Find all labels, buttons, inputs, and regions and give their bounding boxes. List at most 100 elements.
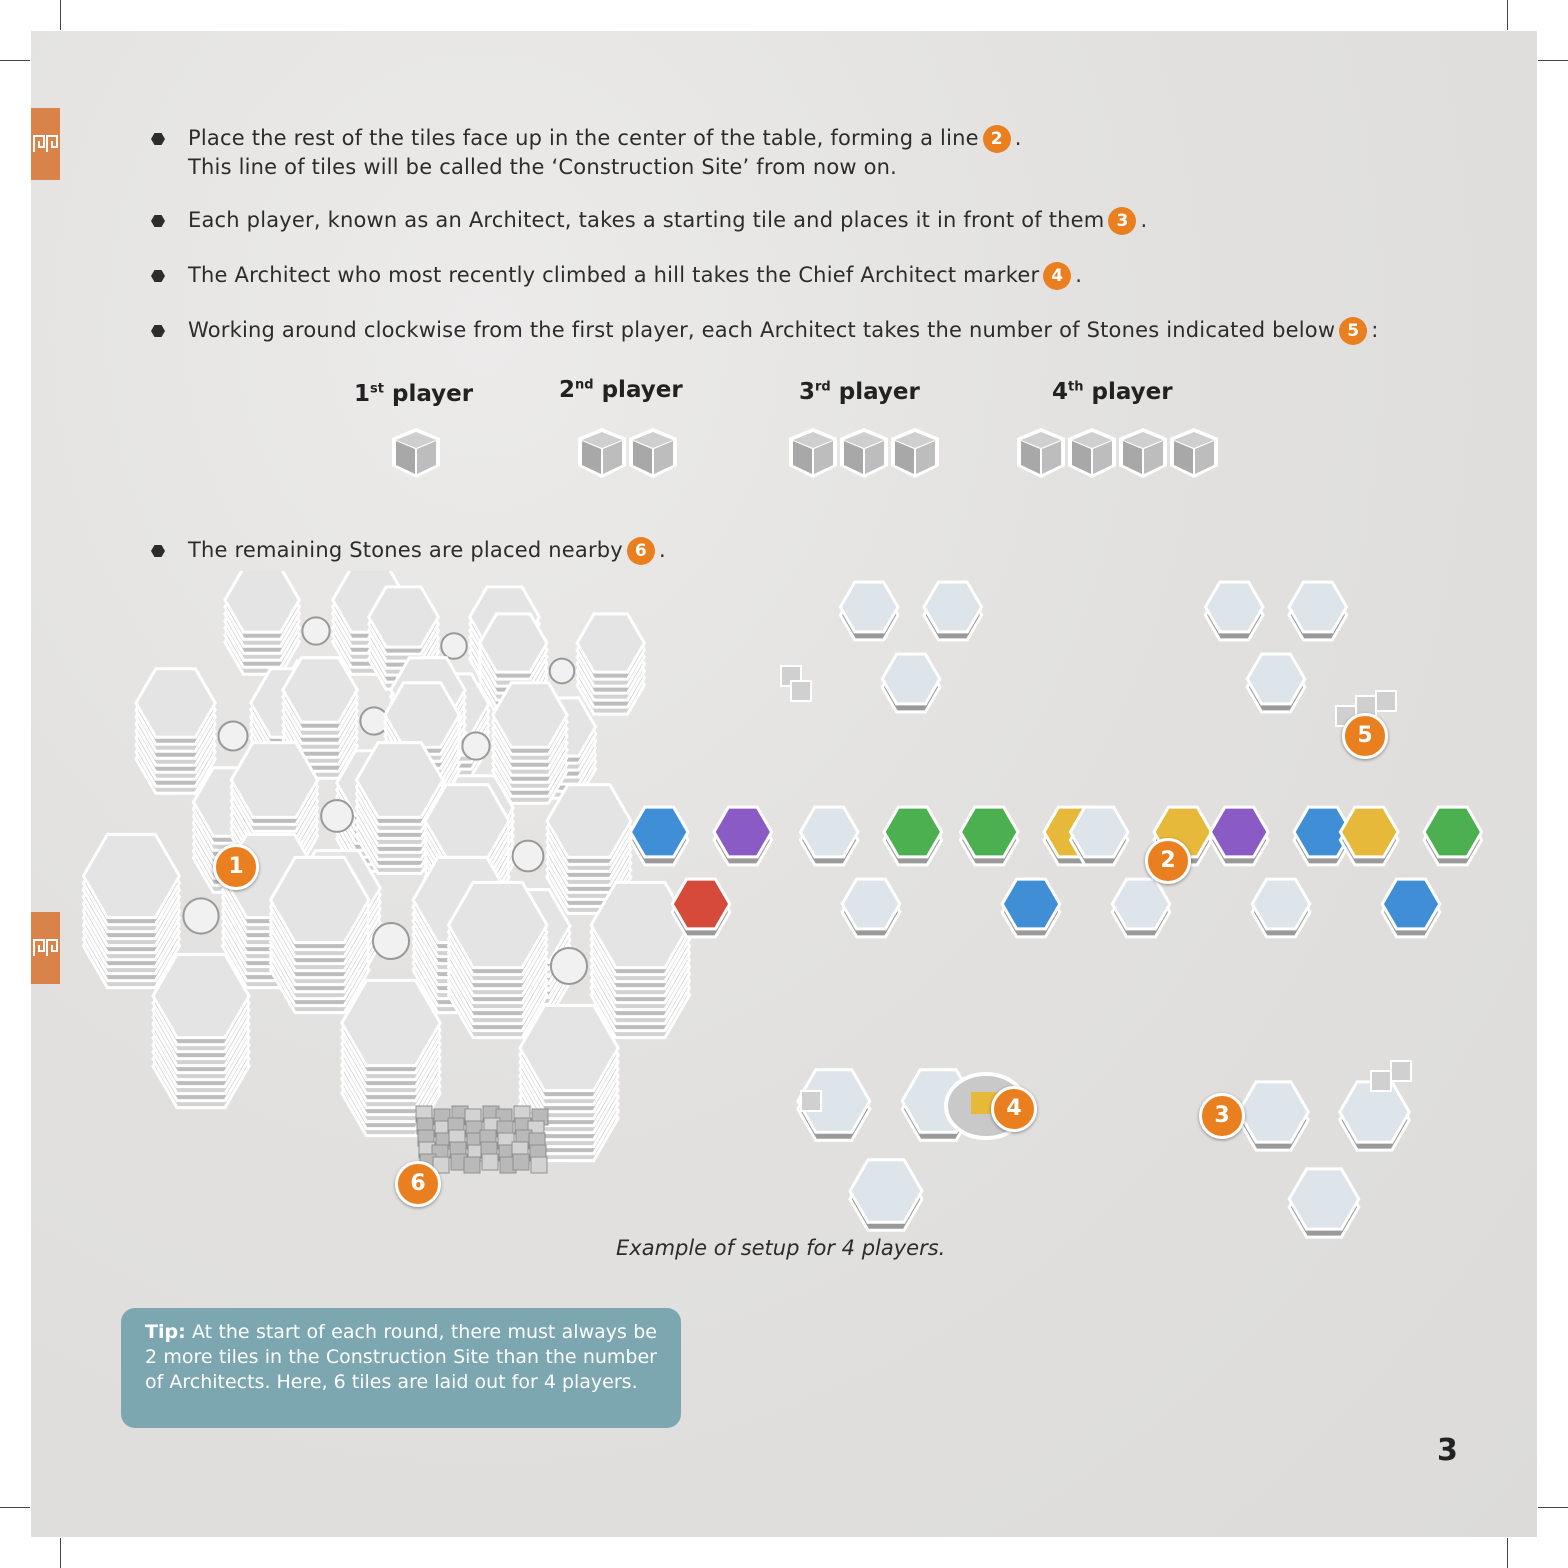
tile-stack [134,667,217,739]
tile-stack-emblem [440,632,468,660]
hexagon-bullet-icon [151,133,165,145]
player-label: 4th player [1052,379,1173,405]
hexagon-bullet-icon [151,545,165,557]
player-start-tile [1287,1167,1361,1231]
construction-site-tile [628,805,690,859]
tile-stack [354,741,445,819]
tile-stack [223,571,302,634]
stone-pile-cube [530,1156,548,1174]
stone-cube [1375,690,1397,712]
crop-mark [0,1507,30,1508]
construction-site-tile [798,805,860,859]
tile-stack [81,832,182,920]
crop-mark [1507,1538,1508,1568]
tile-stack [268,855,371,945]
player-start-tile [848,1158,924,1224]
stone-cube-icon [627,426,679,480]
player-start-tile [1287,580,1349,634]
tile-stack [151,952,251,1040]
illustration-badge: 5 [1342,713,1388,759]
construction-site-tile [1292,805,1354,859]
construction-site-tile [1110,877,1172,931]
player-start-tile [1203,580,1265,634]
step-badge: 2 [982,125,1011,153]
setup-illustration [81,571,1484,1239]
crop-mark [60,0,61,30]
stone-cube [800,1090,822,1112]
tile-stack-emblem [301,616,331,646]
player-start-tile [880,652,942,706]
stone-cube-icon [1015,426,1067,480]
construction-site-tile [840,877,902,931]
construction-site-tile [1380,877,1442,931]
tip-box: Tip: At the start of each round, there m… [121,1308,681,1428]
tile-stack-emblem [371,921,411,961]
tile-stack-emblem [549,946,589,986]
tile-stack [575,612,647,674]
stone-pile-cube [463,1156,481,1174]
tile-stack [446,880,549,970]
stone-cube-icon [1066,426,1118,480]
crop-mark [60,1538,61,1568]
stone-cube-icon [838,426,890,480]
tile-stack [589,880,692,970]
illustration-badge: 4 [991,1086,1037,1132]
step-badge: 6 [626,537,655,565]
stone-cube [1390,1060,1412,1082]
tile-stack-emblem [217,720,249,752]
stone-pile-cube [432,1156,450,1174]
stone-cube-icon [1117,426,1169,480]
player-start-tile [796,1068,872,1134]
stone-cube [790,680,812,702]
construction-site-tile [1422,805,1484,859]
construction-site-tile [712,805,774,859]
player-label: 3rd player [799,379,920,405]
construction-site-tile [670,877,732,931]
tile-stack [477,612,549,674]
tile-stack-emblem [182,897,220,935]
illustration-badge: 3 [1199,1093,1245,1139]
stone-cube-icon [889,426,941,480]
illustration-badge: 1 [213,844,259,890]
tile-stack [281,656,360,724]
step-badge: 4 [1043,262,1072,290]
construction-site-tile [1000,877,1062,931]
stone-cube-icon [787,426,839,480]
player-start-tile [838,580,900,634]
stone-cube-icon [1168,426,1220,480]
figure-caption: Example of setup for 4 players. [616,1236,946,1260]
construction-site-tile [958,805,1020,859]
tip-label: Tip: [145,1321,186,1343]
stone-pile-cube [512,1153,530,1171]
construction-site-tile [882,805,944,859]
tile-stack-emblem [548,657,576,685]
illustration-badge: 2 [1145,838,1191,884]
rulebook-page: Place the rest of the tiles face up in t… [31,31,1537,1537]
tile-stack [383,681,462,749]
construction-site-tile [1208,805,1270,859]
tile-stack-emblem [320,799,354,833]
player-label: 1st player [354,381,474,407]
illustration-badge: 6 [395,1161,441,1207]
tile-stack-emblem [359,706,389,736]
greek-key-tab [31,108,60,180]
greek-key-icon [33,135,58,152]
step-badge: 3 [1108,207,1137,235]
tile-stack-emblem [461,731,491,761]
stone-cube-icon [390,426,442,480]
stone-cube [1370,1070,1392,1092]
tip-text: At the start of each round, there must a… [145,1321,657,1393]
construction-site-tile [1068,805,1130,859]
tile-stack [366,585,441,649]
greek-key-icon [33,939,58,956]
player-start-tile [922,580,984,634]
tile-stack [545,783,633,859]
tile-stack [518,1003,620,1093]
tile-stack [490,681,569,749]
step-badge: 5 [1339,317,1368,345]
stone-cube-icon [576,426,628,480]
page-number: 3 [1437,1433,1458,1468]
tile-stack [229,741,320,819]
hexagon-bullet-icon [151,270,165,282]
player-label: 2nd player [559,377,683,403]
